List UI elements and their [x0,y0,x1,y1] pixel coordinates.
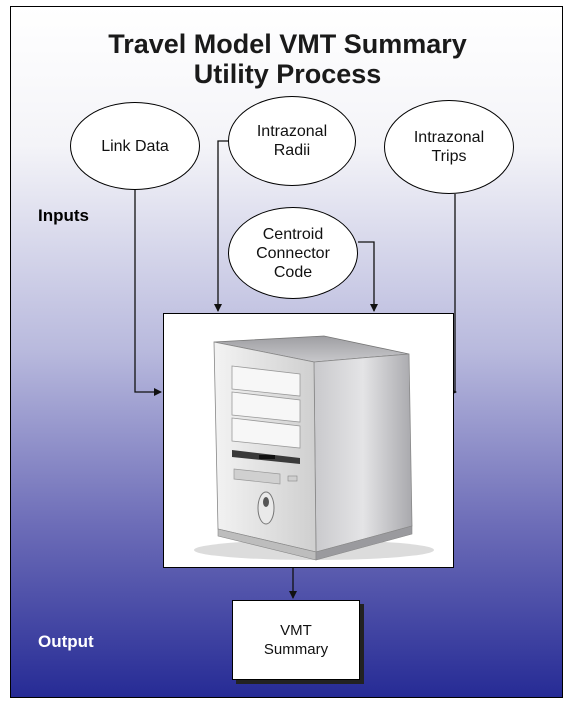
desktop-computer-tower-icon [194,335,434,561]
node-intrazonal-radii-label: Intrazonal Radii [256,123,328,159]
arrow-intrazonal-radii [214,140,238,312]
node-vmt-summary: VMT Summary [232,600,360,680]
output-label: Output [38,632,94,651]
arrow-intrazonal-trips [454,194,456,393]
title-line-1: Travel Model VMT Summary [108,29,467,59]
node-link-data-label: Link Data [101,137,169,155]
arrow-centroid-connector [358,241,378,312]
node-intrazonal-trips: Intrazonal Trips [384,100,514,194]
node-intrazonal-radii: Intrazonal Radii [228,96,356,186]
arrow-link-data [134,186,162,396]
node-centroid-connector-code-label: Centroid Connector Code [256,225,330,281]
node-link-data: Link Data [70,102,200,190]
node-vmt-summary-label: VMT Summary [263,622,329,658]
computer-box [163,313,454,568]
node-centroid-connector-code: Centroid Connector Code [228,207,358,299]
title-line-2: Utility Process [193,59,382,89]
inputs-label: Inputs [38,206,89,225]
node-intrazonal-trips-label: Intrazonal Trips [413,129,485,165]
